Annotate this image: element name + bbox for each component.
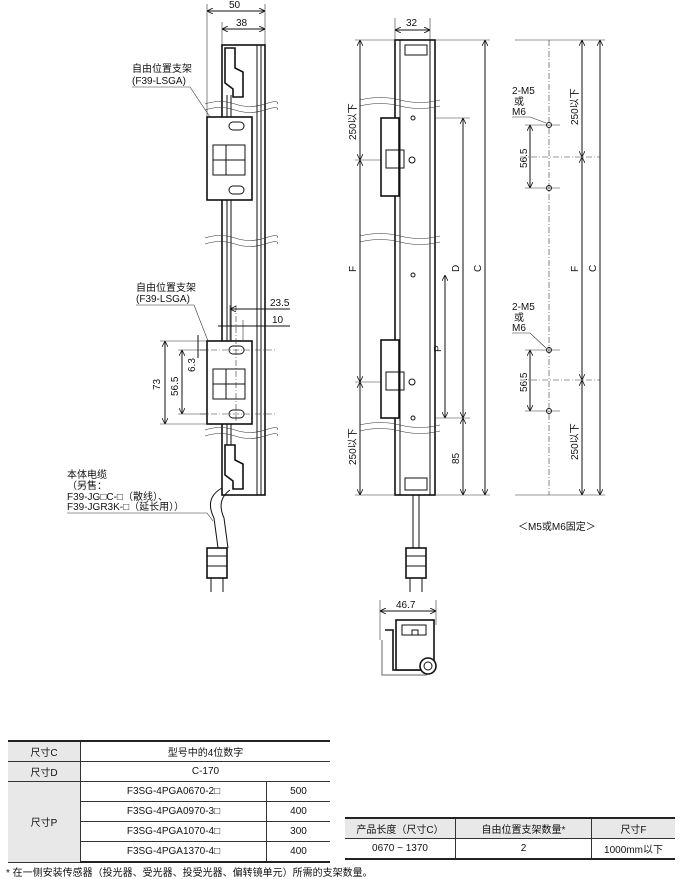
row-p-model: F3SG-4PGA0970-3□	[80, 801, 267, 822]
dim-F-right: F	[570, 266, 581, 272]
dim-10: 10	[272, 315, 284, 326]
row-p-label: 尺寸P	[8, 781, 81, 863]
header-product-length: 产品长度（尺寸C）	[345, 817, 456, 839]
cell-dim-f: 1000mm以下	[591, 838, 675, 860]
mounting-hole-view: 2-M5 或 M6 2-M5 或 M6 56.5 56.5 250以下 F 25…	[512, 39, 605, 533]
row-d-value: C-170	[80, 761, 330, 782]
bottom-view: 46.7	[379, 600, 437, 676]
table-row: 尺寸C 型号中的4位数字	[8, 740, 330, 762]
dim-32: 32	[406, 18, 418, 29]
dim-250-top: 250以下	[348, 103, 359, 140]
cable-connector-front	[405, 547, 427, 592]
cable-label-4: F39-JGR3K-□（延长用））	[67, 501, 184, 513]
hole-label-2b: 或	[514, 312, 524, 324]
table-row: 0670 ~ 1370 2 1000mm以下	[345, 838, 675, 860]
dim-250-right-top: 250以下	[570, 88, 581, 125]
bracket-model-upper: (F39-LSGA)	[132, 76, 186, 87]
row-p-value: 400	[266, 841, 330, 863]
hole-label-2a: 2-M5	[512, 302, 535, 313]
dim-C-right: C	[588, 265, 599, 272]
row-p-model: F3SG-4PGA1370-4□	[80, 841, 267, 863]
hole-label-2c: M6	[512, 323, 526, 334]
dim-50: 50	[229, 0, 241, 11]
bracket-front-upper	[380, 117, 416, 197]
dim-56-5-right-2: 56.5	[519, 372, 530, 392]
dimension-table: 尺寸C 型号中的4位数字 尺寸D C-170 尺寸P F3SG-4PGA0670…	[8, 740, 330, 863]
bracket-label-lower: 自由位置支架	[136, 281, 196, 294]
dim-250-right-bottom: 250以下	[570, 423, 581, 460]
dim-56-5-right-1: 56.5	[519, 148, 530, 168]
cable-label-2: （另售：	[67, 479, 107, 492]
dim-D: D	[451, 265, 462, 272]
dim-56-5-left: 56.5	[170, 376, 181, 396]
hole-label-1c: M6	[512, 107, 526, 118]
header-bracket-count: 自由位置支架数量*	[455, 817, 592, 839]
dim-P: P	[433, 345, 444, 352]
cable-label-3: F39-JG□C-□（散线）、	[67, 490, 168, 503]
cell-bracket-count: 2	[455, 838, 592, 860]
header-dim-f: 尺寸F	[591, 817, 675, 839]
table-row: 尺寸P F3SG-4PGA0670-2□ 500	[8, 781, 330, 863]
front-view: 32 250以下 F 250以下	[348, 18, 490, 592]
dim-85: 85	[451, 452, 462, 464]
dim-6-3: 6.3	[187, 358, 198, 372]
row-p-model: F3SG-4PGA1070-4□	[80, 821, 267, 842]
row-c-value: 型号中的4位数字	[80, 740, 330, 762]
bracket-upper	[206, 116, 253, 201]
cable-connector-side	[206, 547, 228, 592]
dim-73: 73	[152, 378, 163, 390]
table-row: F3SG-4PGA1370-4□ 400	[8, 841, 330, 863]
table-row: F3SG-4PGA0970-3□ 400	[8, 801, 330, 822]
row-p-value: 300	[266, 821, 330, 842]
bracket-lower	[200, 305, 275, 425]
dim-38: 38	[236, 18, 248, 29]
row-p-value: 500	[266, 781, 330, 802]
row-p-model: F3SG-4PGA0670-2□	[80, 781, 267, 802]
dim-250-bottom: 250以下	[348, 428, 359, 465]
bracket-label-upper: 自由位置支架	[132, 62, 192, 75]
side-view: 50 38	[67, 0, 290, 592]
cell-product-length: 0670 ~ 1370	[345, 838, 456, 860]
row-d-label: 尺寸D	[8, 761, 81, 782]
hole-label-1b: 或	[514, 96, 524, 108]
bracket-count-table: 产品长度（尺寸C） 自由位置支架数量* 尺寸F 0670 ~ 1370 2 10…	[345, 817, 675, 860]
footnote: * 在一侧安装传感器（投光器、受光器、投受光器、偏转镜单元）所需的支架数量。	[6, 868, 373, 879]
dim-C: C	[473, 265, 484, 272]
bracket-front-lower	[380, 339, 416, 419]
dimension-drawing: 50 38	[67, 0, 605, 676]
row-p-value: 400	[266, 801, 330, 822]
cable-label-1: 本体电缆	[67, 468, 107, 481]
dim-46-7: 46.7	[396, 600, 416, 611]
table-row: F3SG-4PGA1070-4□ 300	[8, 821, 330, 842]
hole-label-1a: 2-M5	[512, 86, 535, 97]
fixing-caption: ＜M5或M6固定＞	[518, 520, 596, 533]
table-header-row: 产品长度（尺寸C） 自由位置支架数量* 尺寸F	[345, 817, 675, 839]
dim-F: F	[348, 266, 359, 272]
bracket-model-lower: (F39-LSGA)	[136, 294, 190, 305]
dim-23-5: 23.5	[270, 298, 290, 309]
table-row: 尺寸D C-170	[8, 761, 330, 782]
row-c-label: 尺寸C	[8, 740, 81, 762]
